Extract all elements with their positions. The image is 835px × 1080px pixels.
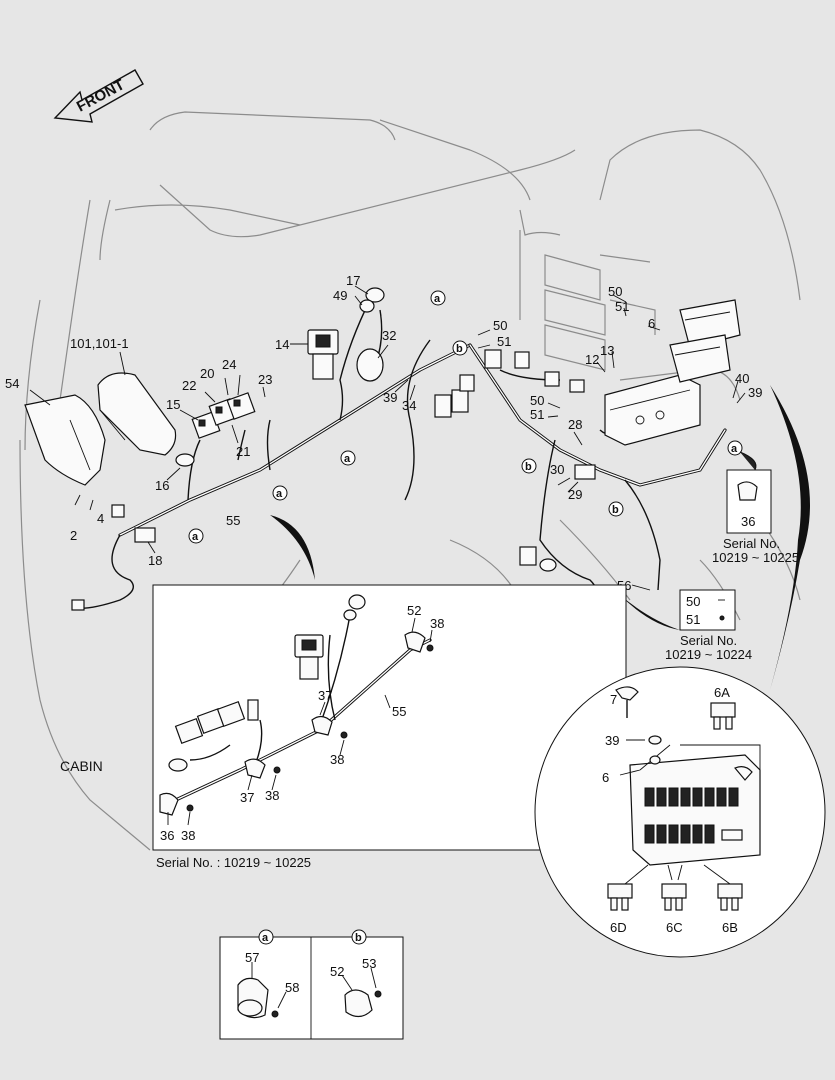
svg-text:58: 58 [285,980,299,995]
label-32: 32 [382,328,396,343]
svg-text:b: b [456,343,463,355]
label-50a: 50 [493,318,507,333]
label-50c: 50 [608,284,622,299]
svg-text:b: b [355,932,362,944]
svg-text:a: a [262,932,269,944]
svg-text:51: 51 [686,612,700,627]
fuse-boxes-6 [669,299,741,383]
label-18: 18 [148,553,162,568]
main-labels: 54 101,101-1 2 4 15 22 20 24 23 21 16 18… [5,273,762,603]
front-label: FRONT [74,76,128,115]
svg-text:6A: 6A [714,685,730,700]
detail-label-37b: 37 [240,790,254,805]
svg-text:52: 52 [330,964,344,979]
detail-label-52: 52 [407,603,421,618]
label-29: 29 [568,487,582,502]
label-16: 16 [155,478,169,493]
label-12: 12 [585,352,599,367]
detail-label-36: 36 [160,828,174,843]
connector-16 [71,453,195,611]
detail-label-37a: 37 [318,688,332,703]
connector-30 [519,464,596,572]
svg-text:10219 ~ 10224: 10219 ~ 10224 [665,647,752,662]
label-50b: 50 [530,393,544,408]
label-30: 30 [550,462,564,477]
buzzer-32 [356,348,384,382]
label-24: 24 [222,357,236,372]
svg-text:Serial No.: Serial No. [723,536,780,551]
svg-text:6B: 6B [722,920,738,935]
leader-lines [29,285,746,591]
label-39b: 39 [748,385,762,400]
cover-54 [24,394,106,486]
switch-14 [307,329,339,380]
front-arrow: FRONT [53,69,144,123]
relay-cluster [434,349,585,418]
switch-group [191,392,256,439]
label-6: 6 [648,316,655,331]
label-51a: 51 [497,334,511,349]
label-14: 14 [275,337,289,352]
label-2: 2 [70,528,77,543]
svg-text:36: 36 [741,514,755,529]
label-17: 17 [346,273,360,288]
radio-unit [604,374,701,446]
label-40: 40 [735,371,749,386]
svg-text:a: a [192,531,199,543]
svg-text:6: 6 [602,770,609,785]
svg-text:57: 57 [245,950,259,965]
clamp-ref-markers: a a a a a b b b [188,290,743,544]
svg-text:6C: 6C [666,920,683,935]
clamp-detail-box: a b 57 58 52 53 [219,929,404,1040]
fuse-box-detail: 7 39 6 6A 6D 6C 6B [534,666,826,958]
svg-text:a: a [344,453,351,465]
label-49: 49 [333,288,347,303]
detail-label-38a: 38 [430,616,444,631]
label-13: 13 [600,343,614,358]
label-55: 55 [226,513,240,528]
label-23: 23 [258,372,272,387]
cabin-outline [19,111,801,851]
fuse-row-lower [644,824,743,844]
label-28: 28 [568,417,582,432]
svg-text:10219 ~ 10225: 10219 ~ 10225 [712,550,799,565]
fuse-row-upper [644,787,739,807]
detail-label-55: 55 [392,704,406,719]
svg-text:b: b [612,504,619,516]
beacon-17 [359,287,385,313]
label-101: 101,101-1 [70,336,129,351]
cabin-label: CABIN [60,758,103,774]
svg-text:53: 53 [362,956,376,971]
main-harness [74,299,727,626]
panel-101 [97,372,177,456]
label-54: 54 [5,376,19,391]
svg-text:6D: 6D [610,920,627,935]
label-34: 34 [402,398,416,413]
serial-box-2: 50 51 Serial No. 10219 ~ 10224 [665,589,752,662]
detail-label-38b: 38 [330,752,344,767]
svg-text:a: a [434,293,441,305]
svg-text:Serial No.: Serial No. [680,633,737,648]
detail-label-38d: 38 [181,828,195,843]
detail-label-38c: 38 [265,788,279,803]
label-20: 20 [200,366,214,381]
callout-arrows [270,385,810,690]
label-22: 22 [182,378,196,393]
label-21: 21 [236,444,250,459]
label-39a: 39 [383,390,397,405]
label-51c: 51 [615,299,629,314]
label-15: 15 [166,397,180,412]
detail-serial: Serial No. : 10219 ~ 10225 [156,855,311,870]
label-4: 4 [97,511,104,526]
label-51b: 51 [530,407,544,422]
svg-text:50: 50 [686,594,700,609]
svg-text:a: a [276,488,283,500]
svg-text:39: 39 [605,733,619,748]
svg-text:a: a [731,443,738,455]
svg-text:7: 7 [610,692,617,707]
svg-text:b: b [525,461,532,473]
serial-box-1: 36 Serial No. 10219 ~ 10225 [712,451,799,565]
